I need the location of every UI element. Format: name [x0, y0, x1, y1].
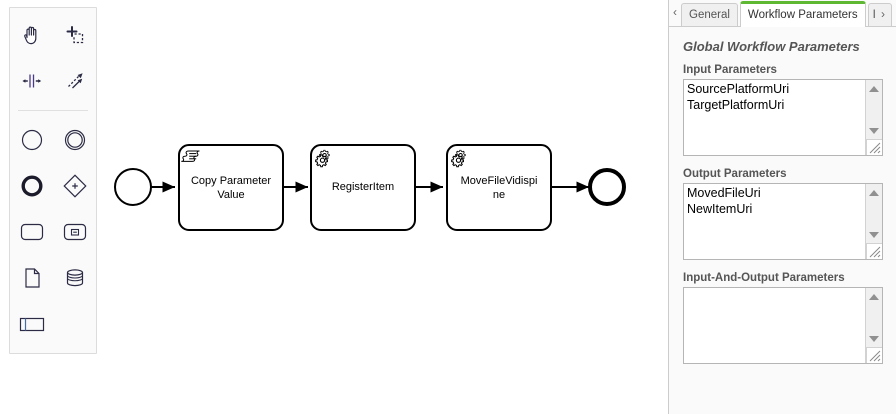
- input-parameters-group: Input Parameters SourcePlatformUri Targe…: [683, 64, 885, 156]
- task-icon[interactable]: [10, 209, 53, 255]
- task-registeritem[interactable]: RegisterItem: [310, 144, 416, 231]
- list-item[interactable]: SourcePlatformUri: [687, 82, 790, 96]
- scroll-up-icon[interactable]: [866, 185, 882, 200]
- lasso-tool-icon[interactable]: [53, 12, 96, 58]
- start-event-icon[interactable]: [10, 117, 53, 163]
- input-parameters-listbox[interactable]: SourcePlatformUri TargetPlatformUri: [683, 79, 883, 156]
- properties-tabbar[interactable]: ‹ General Workflow Parameters I ›: [669, 0, 896, 27]
- output-parameters-listbox[interactable]: MovedFileUri NewItemUri: [683, 183, 883, 260]
- input-and-output-parameters-listbox[interactable]: [683, 287, 883, 364]
- properties-panel: ‹ General Workflow Parameters I › Global…: [668, 0, 896, 414]
- task-label: Value: [217, 189, 244, 201]
- task-label: RegisterItem: [332, 181, 394, 193]
- output-parameters-group: Output Parameters MovedFileUri NewItemUr…: [683, 168, 885, 260]
- task-copy-parameter-value[interactable]: Copy Parameter Value: [178, 144, 284, 231]
- data-object-icon[interactable]: [10, 255, 53, 301]
- palette-elements-group: [10, 117, 96, 347]
- list-item[interactable]: MovedFileUri: [687, 186, 761, 200]
- palette-separator: [18, 110, 88, 111]
- input-and-output-parameters-label: Input-And-Output Parameters: [683, 272, 845, 284]
- listbox-scrollbar[interactable]: [865, 80, 882, 155]
- data-store-icon[interactable]: [53, 255, 96, 301]
- tab-next-label: I: [872, 9, 876, 21]
- task-movefilevidispine[interactable]: MoveFileVidispi ne: [446, 144, 552, 231]
- exclusive-gateway-icon[interactable]: [53, 163, 96, 209]
- tab-workflow-parameters[interactable]: Workflow Parameters: [739, 1, 866, 27]
- scroll-up-icon[interactable]: [866, 289, 882, 304]
- resize-grip-icon[interactable]: [866, 139, 882, 155]
- resize-grip-icon[interactable]: [866, 243, 882, 259]
- task-label: Copy Parameter: [191, 175, 271, 187]
- properties-panel-body: Global Workflow Parameters Input Paramet…: [669, 27, 896, 364]
- task-label: MoveFileVidispi: [461, 175, 538, 187]
- resize-grip-icon[interactable]: [866, 347, 882, 363]
- tab-next[interactable]: I ›: [867, 3, 893, 27]
- listbox-scrollbar[interactable]: [865, 184, 882, 259]
- bpmn-diagram: Copy Parameter Value RegisterItem: [114, 144, 626, 231]
- list-item[interactable]: NewItemUri: [687, 202, 753, 216]
- tab-general[interactable]: General: [681, 3, 738, 27]
- scroll-down-icon[interactable]: [866, 331, 882, 346]
- scroll-down-icon[interactable]: [866, 123, 882, 138]
- intermediate-event-icon[interactable]: [53, 117, 96, 163]
- end-event-icon[interactable]: [10, 163, 53, 209]
- input-parameters-label: Input Parameters: [683, 64, 777, 76]
- script-task-icon: [181, 150, 200, 162]
- output-parameters-options[interactable]: MovedFileUri NewItemUri: [684, 184, 865, 259]
- service-task-icon: [451, 149, 466, 168]
- hand-tool-icon[interactable]: [10, 12, 53, 58]
- task-label: ne: [493, 189, 505, 201]
- end-event[interactable]: [588, 168, 626, 206]
- scroll-up-icon[interactable]: [866, 81, 882, 96]
- list-item[interactable]: TargetPlatformUri: [687, 98, 785, 112]
- participant-icon[interactable]: [10, 301, 53, 347]
- input-and-output-parameters-group: Input-And-Output Parameters: [683, 272, 885, 364]
- bpmn-canvas[interactable]: Copy Parameter Value RegisterItem: [0, 0, 668, 414]
- service-task-icon: [315, 149, 330, 168]
- bpmn-palette[interactable]: [9, 7, 97, 354]
- tab-scroll-right-icon[interactable]: ›: [881, 7, 886, 21]
- global-connect-tool-icon[interactable]: [53, 58, 96, 104]
- space-tool-icon[interactable]: [10, 58, 53, 104]
- subprocess-expanded-icon[interactable]: [53, 209, 96, 255]
- palette-tools-group: [10, 12, 96, 104]
- start-event[interactable]: [114, 168, 152, 206]
- input-parameters-options[interactable]: SourcePlatformUri TargetPlatformUri: [684, 80, 865, 155]
- tab-scroll-left-icon[interactable]: ‹: [673, 5, 677, 19]
- panel-heading: Global Workflow Parameters: [683, 39, 860, 54]
- listbox-scrollbar[interactable]: [865, 288, 882, 363]
- output-parameters-label: Output Parameters: [683, 168, 787, 180]
- scroll-down-icon[interactable]: [866, 227, 882, 242]
- input-and-output-parameters-options[interactable]: [684, 288, 865, 363]
